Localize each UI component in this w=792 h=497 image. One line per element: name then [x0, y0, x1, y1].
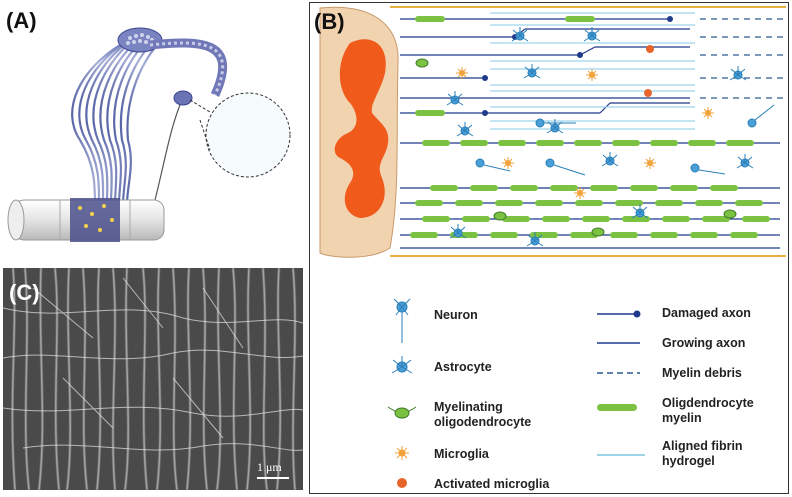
- damaged-axon-icon: [597, 310, 641, 318]
- neurons: [475, 104, 775, 176]
- legend-label-damaged-axon: Damaged axon: [662, 306, 751, 320]
- magnified-view: [205, 92, 291, 178]
- microglia-icon: [395, 446, 409, 460]
- myelin-debris: [700, 18, 786, 99]
- single-fiber: [154, 104, 181, 201]
- oligodendrocyte-myelin-icon: [597, 404, 637, 411]
- legend-label-aligned-fibrin: Aligned fibrin hydrogel: [662, 439, 743, 468]
- panel-b-label: (B): [314, 9, 345, 34]
- legend-label-growing-axon: Growing axon: [662, 336, 746, 350]
- fibrin-fibers: [11, 268, 296, 490]
- spinal-cord-roll: [7, 198, 165, 242]
- axon-group: [400, 18, 690, 114]
- myelin-segments-top: [415, 16, 595, 116]
- panel-c: (C) 1 μm: [3, 268, 303, 490]
- legend-label-myelin-debris: Myelin debris: [662, 366, 742, 380]
- microglia: [456, 67, 714, 199]
- panel-a: (A): [0, 0, 300, 262]
- crosslinks: [3, 277, 303, 451]
- astrocyte-icon: [391, 356, 413, 374]
- scale-bar-label: 1 μm: [257, 460, 282, 474]
- myelin-segments-bottom: [410, 140, 770, 238]
- panel-c-label: (C): [9, 280, 40, 305]
- fiber-conduit-illustration: [7, 27, 291, 242]
- spinal-cord-gray-matter: [334, 39, 389, 218]
- activated-microglia: [644, 45, 654, 97]
- activated-microglia-icon: [397, 478, 407, 488]
- legend-label-activated-microglia: Activated microglia: [434, 477, 550, 491]
- legend-label-oligodendrocyte-myelin: Oligdendrocyte myelin: [662, 396, 754, 425]
- neuron-icon: [393, 298, 411, 343]
- sem-micrograph: [3, 268, 303, 490]
- legend-label-astrocyte: Astrocyte: [434, 360, 492, 374]
- oligodendrocyte-icon: [387, 406, 417, 419]
- panel-a-label: (A): [6, 8, 37, 33]
- oligodendrocytes: [415, 58, 737, 237]
- legend-label-neuron: Neuron: [434, 308, 478, 322]
- astrocytes: [446, 27, 754, 247]
- panel-b: (B): [309, 2, 789, 494]
- damaged-axon-ends: [482, 16, 673, 116]
- legend-icons: [387, 298, 645, 488]
- fiber-bundle: [71, 37, 161, 206]
- legend-label-microglia: Microglia: [434, 447, 489, 461]
- twisted-fiber: [149, 38, 228, 97]
- spinal-cord-schematic: [319, 6, 786, 258]
- legend-label-oligodendrocyte: Myelinating oligodendrocyte: [434, 400, 532, 429]
